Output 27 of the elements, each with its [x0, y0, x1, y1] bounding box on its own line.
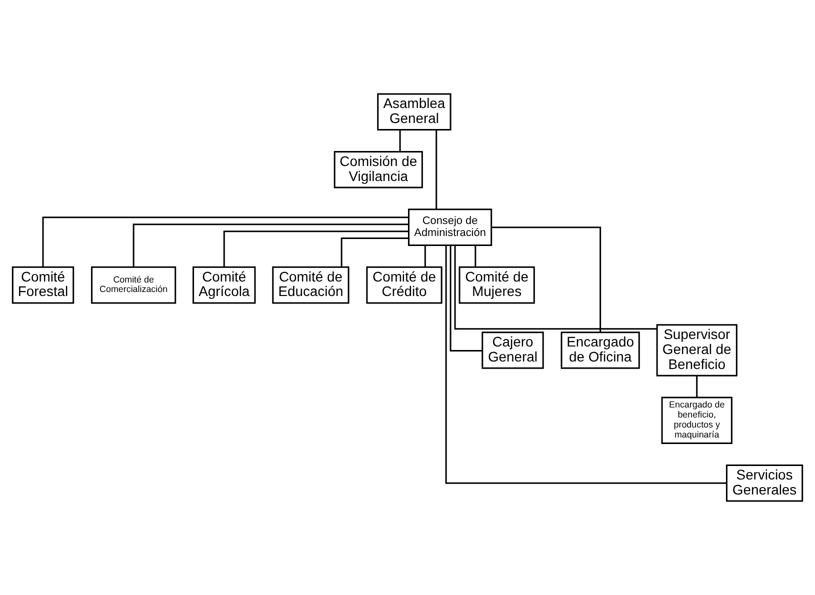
node-box: Asamblea General	[377, 93, 452, 131]
connector	[474, 245, 476, 267]
connector	[132, 224, 409, 267]
connector	[42, 216, 408, 267]
connector	[436, 130, 438, 210]
node-box: Comité de Mujeres	[458, 266, 535, 304]
node-box: Encargado de beneficio, productos y maquinaría	[661, 396, 732, 444]
node-box: Comité de Comercialización	[91, 266, 176, 304]
connector	[492, 226, 602, 332]
node-box: Comisión de Vigilancia	[334, 150, 423, 188]
node-box: Comité de Educación	[272, 266, 350, 304]
connector	[454, 246, 657, 330]
connector	[445, 245, 726, 484]
connector	[399, 130, 401, 152]
connector	[223, 230, 409, 267]
connector	[450, 245, 482, 352]
node-box: Encargado de Oficina	[560, 332, 640, 369]
node-box: Cajero General	[482, 332, 544, 369]
node-box: Comité Agrícola	[192, 266, 256, 304]
node-box: Comité Forestal	[12, 266, 74, 304]
node-box: Comité de Crédito	[366, 266, 442, 304]
node-box: Consejo de Administración	[408, 208, 492, 246]
connector	[424, 245, 426, 267]
connector	[696, 376, 698, 398]
connector	[340, 238, 409, 268]
node-box: Servicios Generales	[726, 464, 804, 502]
node-box: Supervisor General de Beneficio	[656, 324, 738, 376]
